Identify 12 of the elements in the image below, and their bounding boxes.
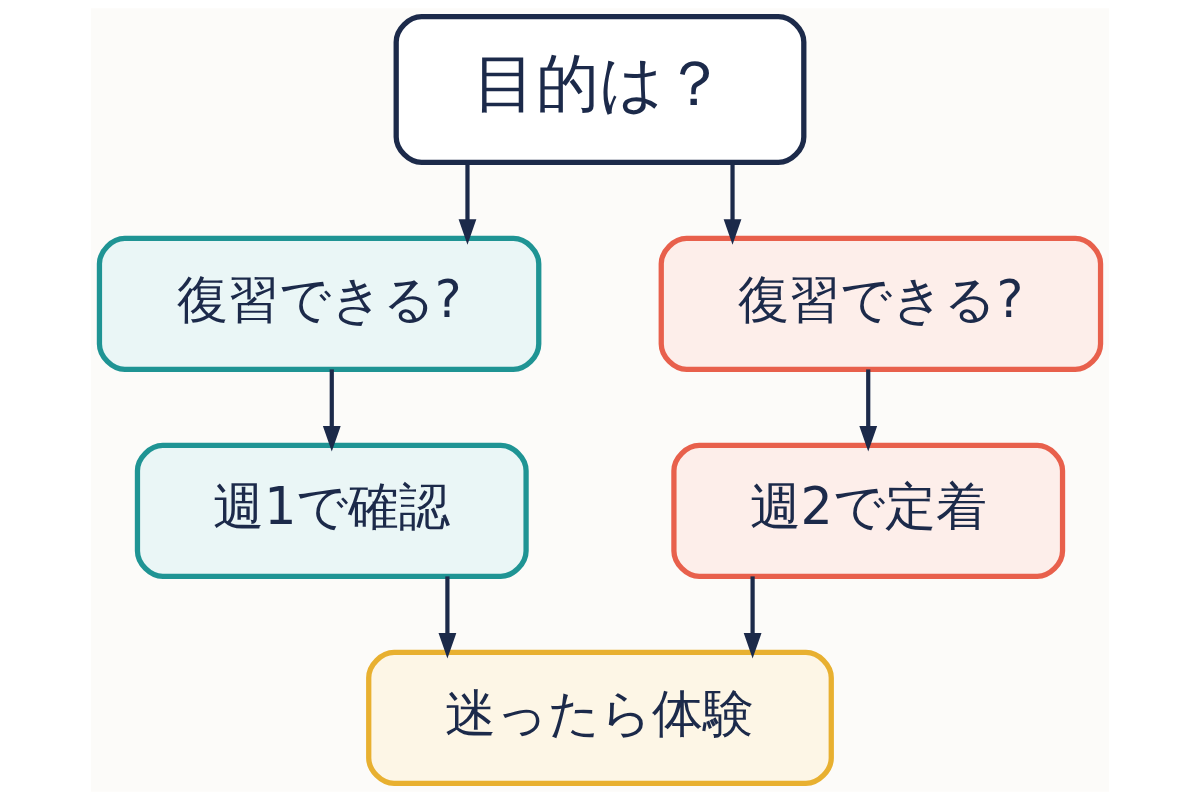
arrow	[859, 369, 878, 452]
node-box: 迷ったら体験	[366, 649, 834, 786]
node-box: 復習できる?	[96, 235, 542, 372]
arrow	[723, 162, 742, 245]
node-box: 目的は？	[393, 14, 807, 166]
arrow	[743, 576, 762, 659]
arrow	[458, 162, 477, 245]
node-box: 週1で確認	[134, 442, 529, 579]
node-box: 復習できる?	[658, 235, 1104, 372]
arrow	[322, 369, 341, 452]
node-box: 週2で定着	[671, 442, 1066, 579]
arrow	[438, 576, 457, 659]
